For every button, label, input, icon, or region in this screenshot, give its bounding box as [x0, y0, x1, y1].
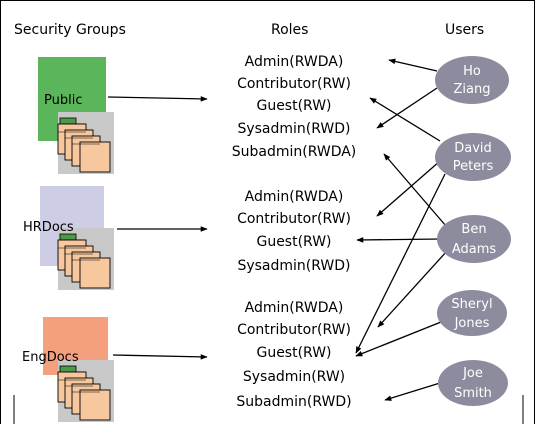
- user-first-name: Ho: [463, 64, 481, 79]
- user-ben-adams[interactable]: Ben Adams: [437, 215, 511, 263]
- user-first-name: David: [454, 141, 492, 156]
- folder-stack-icon: [57, 359, 115, 423]
- group-engdocs: EngDocs: [22, 317, 115, 423]
- user-oval[interactable]: [437, 215, 511, 263]
- assignment-arrow: [376, 160, 441, 217]
- user-oval[interactable]: [437, 290, 507, 336]
- user-last-name: Adams: [452, 242, 497, 257]
- group-label-hrdocs: HRDocs: [23, 220, 74, 235]
- role-item: Sysadmin(RWD): [237, 121, 350, 137]
- assignment-arrow: [377, 250, 448, 328]
- user-david-peters[interactable]: David Peters: [435, 133, 511, 181]
- user-oval[interactable]: [435, 56, 509, 104]
- user-first-name: Joe: [462, 366, 483, 381]
- user-ho-ziang[interactable]: Ho Ziang: [435, 56, 509, 104]
- role-item: Sysadmin(RWD): [237, 258, 350, 274]
- group-label-public: Public: [44, 93, 82, 108]
- role-list-engdocs: Admin(RWDA) Contributor(RW) Guest(RW) Sy…: [236, 300, 351, 410]
- role-list-hrdocs: Admin(RWDA) Contributor(RW) Guest(RW) Sy…: [237, 189, 351, 274]
- assignment-arrow: [383, 153, 447, 227]
- security-groups-header: Security Groups: [14, 22, 126, 38]
- assignment-arrow: [376, 87, 438, 129]
- role-item: Guest(RW): [256, 98, 331, 114]
- role-list-public: Admin(RWDA) Contributor(RW) Guest(RW) Sy…: [232, 54, 357, 160]
- users-header: Users: [445, 22, 484, 38]
- user-oval[interactable]: [435, 133, 511, 181]
- assignment-arrow: [355, 173, 446, 354]
- user-last-name: Jones: [454, 316, 490, 331]
- roles-header: Roles: [271, 22, 308, 38]
- assignment-arrow: [355, 321, 442, 357]
- role-item: Contributor(RW): [237, 211, 351, 227]
- role-item: Admin(RWDA): [245, 189, 344, 205]
- assignment-arrow: [369, 97, 441, 142]
- user-sheryl-jones[interactable]: Sheryl Jones: [437, 290, 507, 336]
- folder-stack-icon: [57, 111, 115, 175]
- group-label-engdocs: EngDocs: [22, 350, 79, 365]
- user-joe-smith[interactable]: Joe Smith: [438, 360, 508, 406]
- user-last-name: Smith: [454, 386, 492, 401]
- role-item: Sysadmin(RW): [243, 369, 345, 385]
- user-last-name: Ziang: [454, 82, 491, 97]
- role-item: Contributor(RW): [237, 76, 351, 92]
- assignment-arrow: [388, 58, 438, 72]
- engdocs-to-roles-arrow: [112, 354, 208, 360]
- user-last-name: Peters: [453, 159, 494, 174]
- role-item: Subadmin(RWDA): [232, 144, 357, 160]
- public-to-roles-arrow: [107, 96, 208, 102]
- role-item: Admin(RWDA): [245, 54, 344, 70]
- assignment-arrows: [355, 58, 448, 401]
- role-item: Admin(RWDA): [245, 300, 344, 316]
- folder-stack-icon: [57, 227, 115, 291]
- assignment-arrow: [384, 382, 441, 401]
- group-hrdocs: HRDocs: [23, 186, 115, 291]
- user-first-name: Sheryl: [451, 297, 492, 312]
- role-item: Guest(RW): [256, 234, 331, 250]
- assignment-arrow: [356, 237, 442, 243]
- group-public: Public: [38, 57, 115, 175]
- role-item: Guest(RW): [256, 345, 331, 361]
- user-oval[interactable]: [438, 360, 508, 406]
- user-first-name: Ben: [461, 222, 486, 237]
- role-item: Contributor(RW): [237, 322, 351, 338]
- role-item: Subadmin(RWD): [236, 394, 351, 410]
